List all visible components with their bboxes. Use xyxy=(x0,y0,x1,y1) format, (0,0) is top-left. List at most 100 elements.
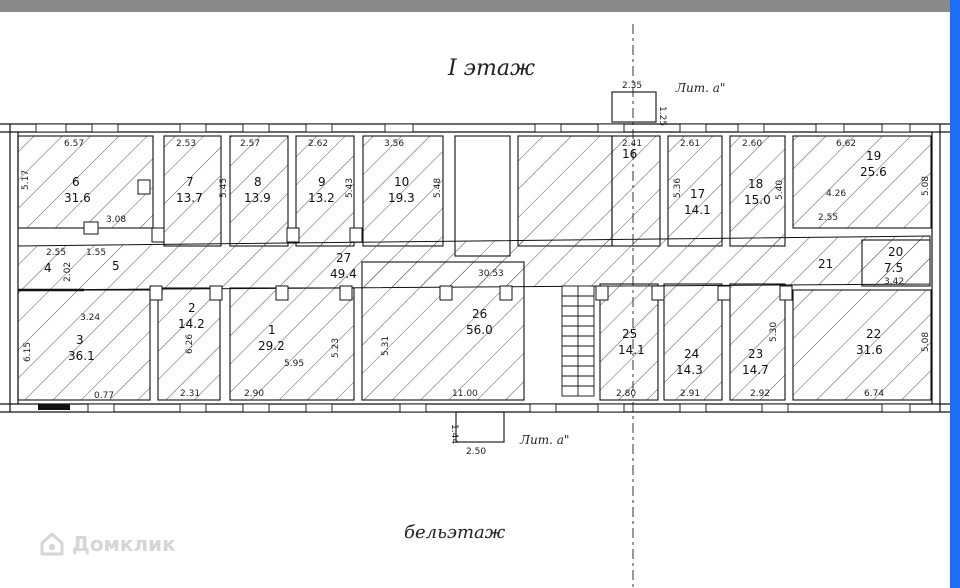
dim-label: 2.90 xyxy=(244,389,264,399)
room-no-26: 26 xyxy=(472,307,487,321)
dim-label: 6.15 xyxy=(23,342,33,362)
room-19 xyxy=(792,135,932,229)
dim-label: 2.92 xyxy=(750,389,770,399)
dim-label: 2.53 xyxy=(176,139,196,149)
room-10 xyxy=(362,135,444,247)
room-no-16: 16 xyxy=(622,147,637,161)
room-23 xyxy=(729,283,786,401)
room-area-2: 14.2 xyxy=(178,317,205,331)
room-no-9: 9 xyxy=(318,175,326,189)
dim-label: 5.43 xyxy=(345,178,355,198)
room-no-22: 22 xyxy=(866,327,881,341)
floor-title: I этаж xyxy=(447,56,535,81)
dim-label: 2.60 xyxy=(742,139,762,149)
dim-label: 11.00 xyxy=(452,389,478,399)
dim-label: 2.55 xyxy=(818,213,838,223)
dimension-labels: 6.57 2.53 2.57 2.62 3.56 2.41 2.61 2.60 … xyxy=(21,139,931,401)
room-area-26: 56.0 xyxy=(466,323,493,337)
room-24 xyxy=(663,283,723,401)
dim-label: 6.74 xyxy=(864,389,884,399)
room-no-8: 8 xyxy=(254,175,262,189)
room-no-4: 4 xyxy=(44,261,52,275)
room-7 xyxy=(163,135,222,247)
staircase xyxy=(561,285,595,397)
annex-top: 2.35 1.25 Лит. а" xyxy=(611,81,725,126)
floor-plan: I этаж 2.35 1.25 Лит. а" xyxy=(0,24,950,588)
room-area-9: 13.2 xyxy=(308,191,335,205)
dim-label: 3.56 xyxy=(384,139,404,149)
room-no-21: 21 xyxy=(818,257,833,271)
room-9 xyxy=(295,135,355,247)
room-no-19: 19 xyxy=(866,149,881,163)
dim-label: 5.48 xyxy=(433,178,443,198)
room-11-15 xyxy=(517,135,613,247)
room-area-8: 13.9 xyxy=(244,191,271,205)
room-area-17: 14.1 xyxy=(684,203,711,217)
room-area-1: 29.2 xyxy=(258,339,285,353)
room-area-6: 31.6 xyxy=(64,191,91,205)
room-25 xyxy=(599,283,659,401)
dim-label: 2.80 xyxy=(616,389,636,399)
rooms-top-row xyxy=(17,135,932,257)
dim-label: 2.02 xyxy=(63,262,73,282)
room-area-10: 19.3 xyxy=(388,191,415,205)
dim-label: 5.23 xyxy=(331,338,341,358)
room-no-23: 23 xyxy=(748,347,763,361)
dim-label: 6.57 xyxy=(64,139,84,149)
dim-label: 5.08 xyxy=(921,176,931,196)
room-area-22: 31.6 xyxy=(856,343,883,357)
room-area-23: 14.7 xyxy=(742,363,769,377)
room-1 xyxy=(229,287,355,401)
room-no-10: 10 xyxy=(394,175,409,189)
dim-label: 2.62 xyxy=(308,139,328,149)
room-no-17: 17 xyxy=(690,187,705,201)
dim-label: 1.55 xyxy=(86,248,106,258)
top-status-bar xyxy=(0,0,960,12)
room-labels: 6 31.6 7 13.7 8 13.9 9 13.2 10 19.3 16 1… xyxy=(44,147,903,377)
room-no-25: 25 xyxy=(622,327,637,341)
room-no-1: 1 xyxy=(268,323,276,337)
annex-bottom-depth: 1.44 xyxy=(449,424,459,444)
room-8 xyxy=(229,135,289,247)
dim-label: 30.53 xyxy=(478,269,504,279)
dim-label: 3.08 xyxy=(106,215,126,225)
room-no-20: 20 xyxy=(888,245,903,259)
domclick-logo-icon xyxy=(40,532,64,556)
dim-label: 4.26 xyxy=(826,189,846,199)
dim-label: 3.24 xyxy=(80,313,100,323)
room-area-18: 15.0 xyxy=(744,193,771,207)
dim-label: 5.30 xyxy=(769,322,779,342)
dim-label: 2.57 xyxy=(240,139,260,149)
room-17 xyxy=(667,135,723,247)
room-22 xyxy=(792,289,932,401)
stair-shaft xyxy=(454,135,511,257)
dim-label: 5.40 xyxy=(775,180,785,200)
room-area-7: 13.7 xyxy=(176,191,203,205)
dim-label: 5.31 xyxy=(381,336,391,356)
entrance-marker xyxy=(38,404,70,410)
dim-label: 2.91 xyxy=(680,389,700,399)
dim-label: 2.41 xyxy=(622,139,642,149)
room-18 xyxy=(729,135,786,247)
room-no-27: 27 xyxy=(336,251,351,265)
dim-label: 5.36 xyxy=(673,178,683,198)
room-3 xyxy=(17,289,151,401)
annex-bottom-label: Лит. а" xyxy=(519,433,569,447)
columns xyxy=(83,179,793,301)
room-no-6: 6 xyxy=(72,175,80,189)
room-area-25: 14.1 xyxy=(618,343,645,357)
windows xyxy=(35,123,911,413)
watermark-text: Домклик xyxy=(72,532,176,556)
room-6 xyxy=(17,135,154,229)
dim-label: 5.08 xyxy=(921,332,931,352)
room-no-5: 5 xyxy=(112,259,120,273)
dim-label: 2.31 xyxy=(180,389,200,399)
watermark: Домклик xyxy=(38,530,176,558)
annex-bottom-width: 2.50 xyxy=(466,447,486,457)
dim-label: 6.62 xyxy=(836,139,856,149)
room-no-24: 24 xyxy=(684,347,699,361)
room-area-20: 7.5 xyxy=(884,261,903,275)
dim-label: 6.26 xyxy=(185,334,195,354)
room-2 xyxy=(157,287,221,401)
room-no-2: 2 xyxy=(188,301,196,315)
